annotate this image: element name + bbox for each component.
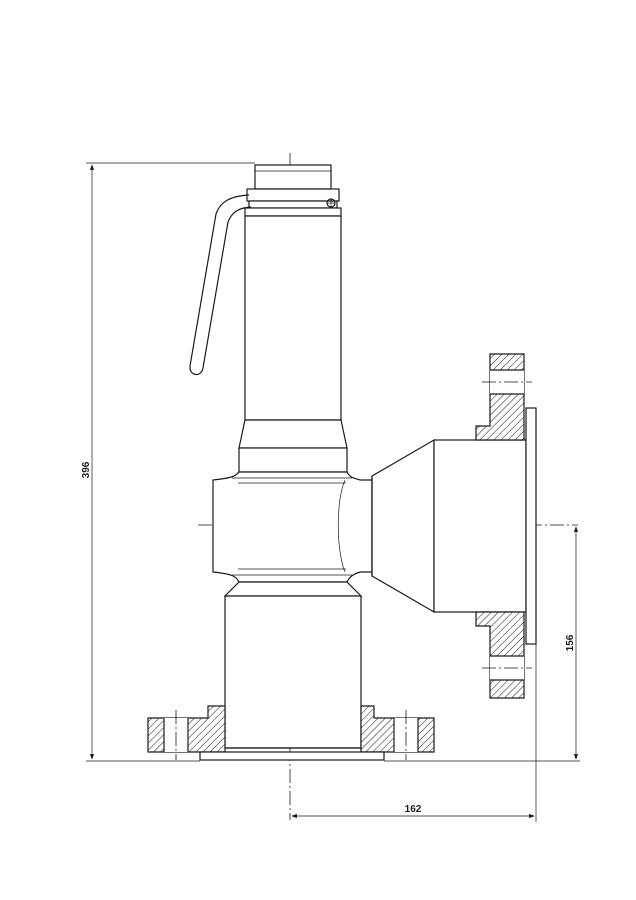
spring-bonnet: [238, 215, 348, 473]
lifting-lever: [189, 194, 252, 376]
outlet-offset-dimension-label: 156: [565, 634, 576, 651]
inlet-flange: [147, 705, 435, 761]
outlet-face-dimension-label: 162: [405, 804, 422, 815]
valve-cap: [244, 164, 342, 217]
dimension-outlet-face: 162: [291, 644, 537, 822]
inlet-neck: [223, 581, 363, 749]
outlet-cone: [371, 438, 527, 614]
dimension-outlet-offset: 156: [384, 526, 580, 762]
valve-body: [212, 471, 373, 583]
outlet-flange: [475, 353, 537, 699]
dimension-height: 396: [81, 162, 255, 762]
height-dimension-label: 396: [81, 461, 92, 478]
